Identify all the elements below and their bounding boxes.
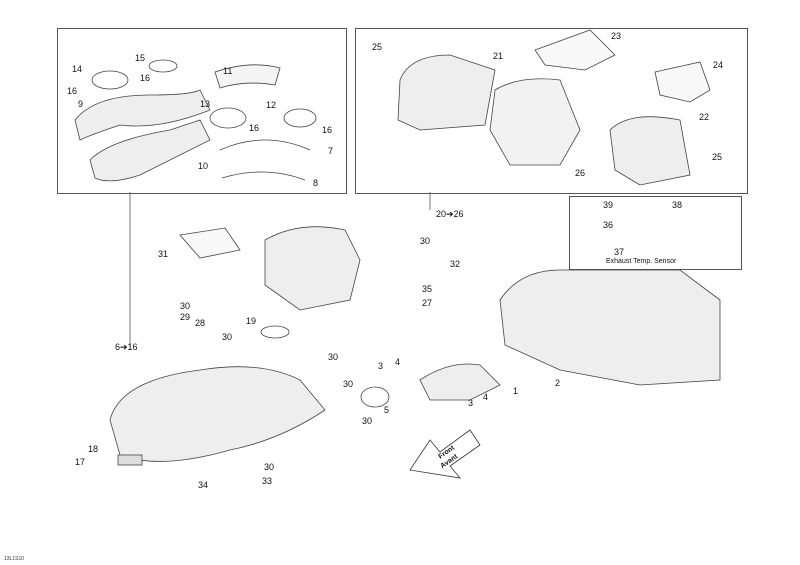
callout: 12 <box>266 100 277 110</box>
inset-callout: 37 <box>614 247 625 257</box>
callout: 2 <box>555 378 561 388</box>
callout: 17 <box>75 457 86 467</box>
muffler-subassembly-box <box>57 28 347 194</box>
callout: 3 <box>468 398 474 408</box>
callout: 9 <box>78 99 84 109</box>
callout: 34 <box>198 480 209 490</box>
diagram-code: 13L1S10 <box>4 556 25 562</box>
callout: 8 <box>313 178 319 188</box>
callout: 30 <box>180 301 191 311</box>
callout: 18 <box>88 444 99 454</box>
callout: 26 <box>575 168 586 178</box>
callout: 23 <box>611 31 622 41</box>
exhaust-temp-sensor-inset <box>569 196 742 270</box>
callout: 16 <box>67 86 78 96</box>
callout: 30 <box>420 236 431 246</box>
callout: 5 <box>384 405 390 415</box>
heat-shield-subassembly-box <box>355 28 748 194</box>
callout: 27 <box>422 298 433 308</box>
callout: 16 <box>140 73 151 83</box>
callout: 16 <box>322 125 333 135</box>
callout: 16 <box>249 123 260 133</box>
callout: 14 <box>72 64 83 74</box>
callout: 4 <box>395 357 401 367</box>
callout: 10 <box>198 161 209 171</box>
callout: 22 <box>699 112 710 122</box>
callout: 30 <box>222 332 233 342</box>
callout: 30 <box>328 352 339 362</box>
callout: 11 <box>223 66 233 76</box>
callout: 35 <box>422 284 433 294</box>
callout: 31 <box>158 249 169 259</box>
callout: 21 <box>493 51 504 61</box>
callout: 30 <box>264 462 275 472</box>
callout: 32 <box>450 259 461 269</box>
callout: 1 <box>513 386 519 396</box>
callout-reference: 20➔26 <box>436 209 464 219</box>
callout: 25 <box>372 42 383 52</box>
callout: 19 <box>246 316 257 326</box>
callout-reference: 6➔16 <box>115 342 138 352</box>
callout: 7 <box>328 146 334 156</box>
inset-callout: 39 <box>603 200 614 210</box>
callout: 3 <box>378 361 384 371</box>
callout: 15 <box>135 53 146 63</box>
callout: 30 <box>362 416 373 426</box>
callout: 13 <box>200 99 211 109</box>
callout: 33 <box>262 476 273 486</box>
inset-callout: 36 <box>603 220 614 230</box>
callout: 25 <box>712 152 723 162</box>
inset-caption: Exhaust Temp. Sensor <box>606 258 677 265</box>
callout: 28 <box>195 318 206 328</box>
callout: 29 <box>180 312 191 322</box>
callout: 24 <box>713 60 724 70</box>
inset-callout: 38 <box>672 200 683 210</box>
callout: 30 <box>343 379 354 389</box>
callout: 4 <box>483 392 489 402</box>
